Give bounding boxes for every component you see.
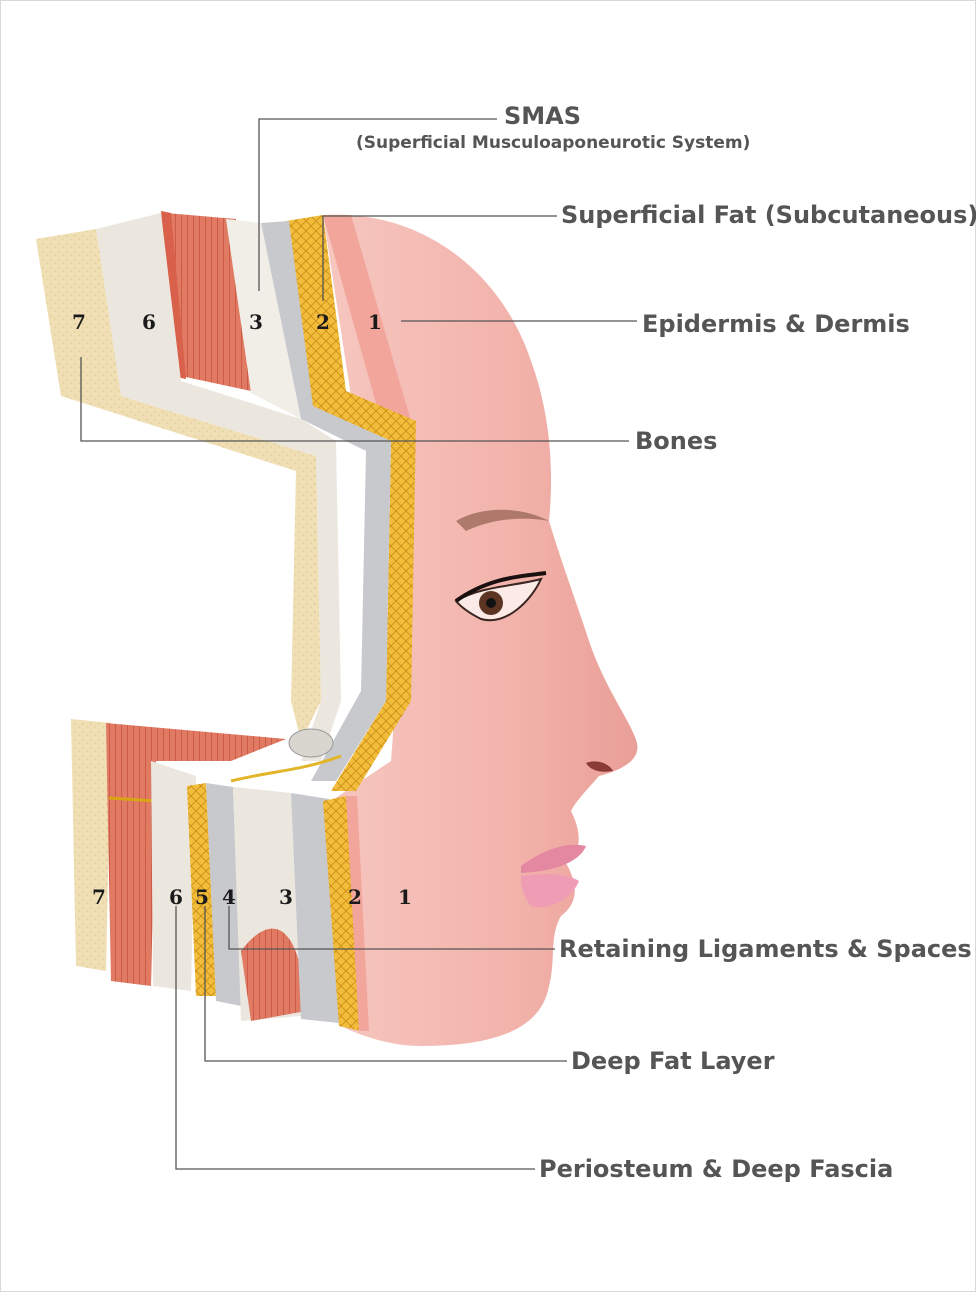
lower-muscle-layer bbox=[106, 723, 286, 986]
upper-layer-numbers: 7 6 3 2 1 bbox=[72, 310, 382, 334]
upper-bone-layer bbox=[36, 229, 321, 741]
upper-fat-layer bbox=[286, 215, 416, 791]
nostril bbox=[586, 761, 613, 772]
label-smas-full: (Superficial Musculoaponeurotic System) bbox=[356, 133, 751, 153]
leader-smas bbox=[258, 118, 497, 291]
nerve bbox=[230, 754, 342, 783]
lips bbox=[521, 844, 586, 908]
face-profile bbox=[323, 214, 638, 1047]
lower-layer-number-3: 3 bbox=[279, 885, 293, 909]
upper-skin-layer bbox=[323, 215, 411, 421]
leader-deep-fat bbox=[204, 906, 567, 1062]
lower-layer-number-5: 5 bbox=[195, 885, 209, 909]
upper-layer-slab bbox=[36, 211, 416, 791]
upper-fascia-layer bbox=[96, 213, 341, 761]
lower-layer-slab bbox=[71, 719, 369, 1031]
lower-deep-fat-layer bbox=[187, 783, 216, 996]
eyebrow bbox=[456, 509, 549, 531]
lower-layer-number-7: 7 bbox=[92, 885, 106, 909]
upper-layer-number-2: 2 bbox=[316, 310, 330, 334]
eye bbox=[454, 571, 547, 622]
upper-layer-number-6: 6 bbox=[142, 310, 156, 334]
upper-layer-number-7: 7 bbox=[72, 310, 86, 334]
upper-layer-number-3: 3 bbox=[249, 310, 263, 334]
lower-layer-number-2: 2 bbox=[348, 885, 362, 909]
leader-retaining bbox=[228, 906, 555, 950]
label-periosteum: Periosteum & Deep Fascia bbox=[539, 1155, 894, 1183]
leader-lines bbox=[80, 118, 637, 1170]
label-deep-fat: Deep Fat Layer bbox=[571, 1047, 775, 1075]
label-superficial-fat: Superficial Fat (Subcutaneous) bbox=[561, 201, 976, 229]
lower-ligament-layer bbox=[206, 783, 241, 1006]
upper-layer-number-1: 1 bbox=[368, 310, 382, 334]
lower-bone-layer bbox=[71, 719, 111, 971]
upper-smas-layer bbox=[261, 221, 391, 781]
lower-layer-number-1: 1 bbox=[398, 885, 412, 909]
label-retaining-ligaments: Retaining Ligaments & Spaces bbox=[559, 935, 972, 963]
label-epidermis-dermis: Epidermis & Dermis bbox=[642, 310, 910, 338]
lower-periosteum-layer bbox=[151, 761, 196, 991]
lower-layer-number-6: 6 bbox=[169, 885, 183, 909]
label-bones: Bones bbox=[635, 427, 718, 455]
lower-fat-layer bbox=[323, 796, 361, 1031]
leader-periosteum bbox=[175, 906, 535, 1170]
label-smas: SMAS bbox=[504, 102, 582, 130]
leader-bones bbox=[80, 357, 629, 442]
lower-layer-number-4: 4 bbox=[222, 885, 236, 909]
upper-muscle-layer bbox=[166, 213, 251, 391]
leader-superficial-fat bbox=[322, 215, 557, 301]
face-skin bbox=[323, 214, 638, 1047]
